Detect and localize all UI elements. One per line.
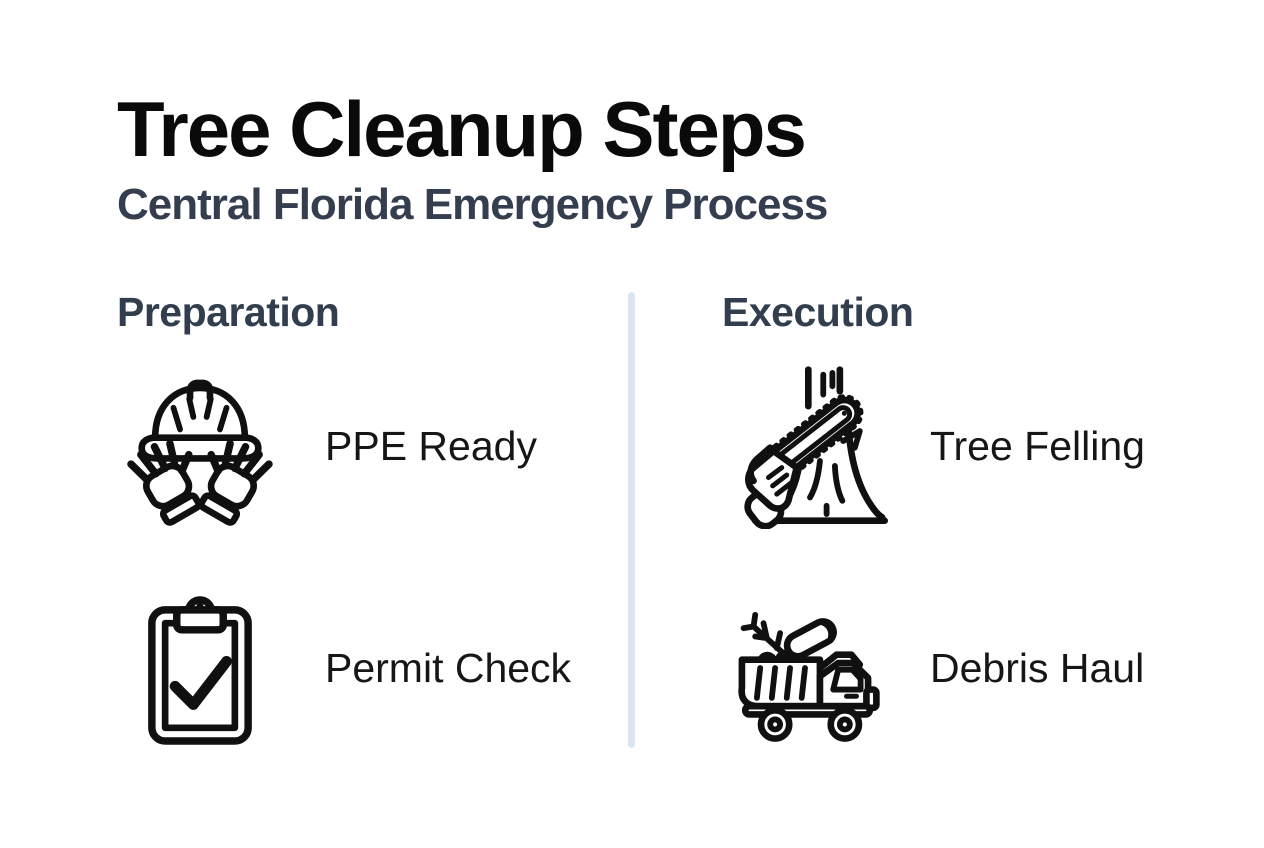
- process-item: PPE Ready: [117, 363, 597, 529]
- page-title: Tree Cleanup Steps: [117, 85, 807, 173]
- clipboard-check-icon: [117, 585, 283, 751]
- process-item: Permit Check: [117, 585, 597, 751]
- process-item-label: PPE Ready: [325, 422, 537, 469]
- column-divider: [628, 292, 635, 748]
- chainsaw-tree-icon: [722, 363, 888, 530]
- process-item: Debris Haul: [722, 585, 1202, 751]
- process-item-label: Debris Haul: [930, 644, 1145, 691]
- process-item-label: Tree Felling: [930, 422, 1145, 469]
- dump-truck-icon: [722, 585, 888, 751]
- page-header: Tree Cleanup Steps Central Florida Emerg…: [117, 85, 828, 229]
- hard-hat-gloves-icon: [117, 363, 283, 529]
- process-item: Tree Felling: [722, 363, 1202, 530]
- column-header: Preparation: [117, 289, 340, 335]
- page-subtitle: Central Florida Emergency Process: [117, 180, 828, 229]
- column-header: Execution: [722, 289, 914, 335]
- process-item-label: Permit Check: [325, 644, 572, 691]
- column-execution: Execution: [722, 288, 1202, 751]
- column-preparation: Preparation: [117, 288, 597, 751]
